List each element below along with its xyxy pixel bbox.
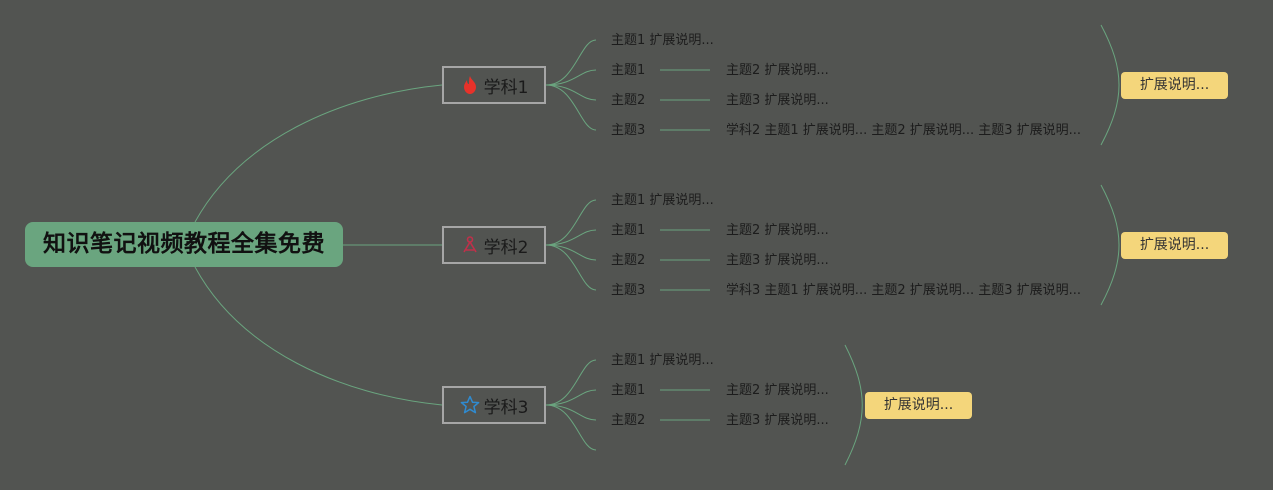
topic-connector-1-4 (545, 84, 597, 131)
root-connector-1 (194, 84, 443, 223)
topic-2-1[interactable]: 主题1 (611, 223, 646, 238)
topic-connector-2-2 (545, 229, 597, 246)
summary-note-2[interactable]: 扩展说明... (1121, 232, 1228, 259)
topic-connector-3-3 (545, 404, 597, 421)
topic-connector-3-4 (545, 404, 597, 451)
topic-2-3[interactable]: 主题3 (611, 283, 646, 298)
subject-label-2: 学科2 (483, 237, 529, 258)
topic-connector-2-3 (545, 244, 597, 261)
topic-1-1-extended[interactable]: 主题1 扩展说明... (611, 33, 714, 48)
topic-connector-1-1 (545, 39, 597, 86)
summary-brace-3 (844, 344, 863, 466)
topic-desc-3-1[interactable]: 主题2 扩展说明... (726, 383, 829, 398)
topic-1-1[interactable]: 主题1 (611, 63, 646, 78)
subject-label-1: 学科1 (483, 77, 529, 98)
subject-label-3: 学科3 (483, 397, 529, 418)
topic-connector-2-1 (545, 199, 597, 246)
topic-desc-1-3[interactable]: 学科2 主题1 扩展说明... 主题2 扩展说明... 主题3 扩展说明... (726, 123, 1082, 138)
topic-3-1-extended[interactable]: 主题1 扩展说明... (611, 353, 714, 368)
summary-note-1[interactable]: 扩展说明... (1121, 72, 1228, 99)
topic-connector-3-2 (545, 389, 597, 406)
subject-node-1[interactable]: 学科1 (442, 66, 546, 104)
topic-desc-1-2[interactable]: 主题3 扩展说明... (726, 93, 829, 108)
summary-brace-1 (1100, 24, 1120, 146)
topic-desc-2-1[interactable]: 主题2 扩展说明... (726, 223, 829, 238)
summary-note-3[interactable]: 扩展说明... (865, 392, 972, 419)
topic-connector-2-4 (545, 244, 597, 291)
subject-node-3[interactable]: 学科3 (442, 386, 546, 424)
topic-2-2[interactable]: 主题2 (611, 253, 646, 268)
topic-desc-3-2[interactable]: 主题3 扩展说明... (726, 413, 829, 428)
topic-connector-3-1 (545, 359, 597, 406)
topic-connector-1-2 (545, 69, 597, 86)
star-icon (460, 395, 480, 415)
topic-desc-1-1[interactable]: 主题2 扩展说明... (726, 63, 829, 78)
topic-2-1-extended[interactable]: 主题1 扩展说明... (611, 193, 714, 208)
topic-desc-2-3[interactable]: 学科3 主题1 扩展说明... 主题2 扩展说明... 主题3 扩展说明... (726, 283, 1082, 298)
topic-3-2[interactable]: 主题2 (611, 413, 646, 428)
topic-1-2[interactable]: 主题2 (611, 93, 646, 108)
root-connector-3 (194, 266, 443, 406)
topic-desc-2-2[interactable]: 主题3 扩展说明... (726, 253, 829, 268)
topic-1-3[interactable]: 主题3 (611, 123, 646, 138)
topic-connector-1-3 (545, 84, 597, 101)
central-topic[interactable]: 知识笔记视频教程全集免费 (25, 222, 343, 267)
fire-icon (460, 75, 480, 95)
subject-node-2[interactable]: 学科2 (442, 226, 546, 264)
pins-icon (460, 235, 480, 255)
summary-brace-2 (1100, 184, 1120, 306)
topic-3-1[interactable]: 主题1 (611, 383, 646, 398)
